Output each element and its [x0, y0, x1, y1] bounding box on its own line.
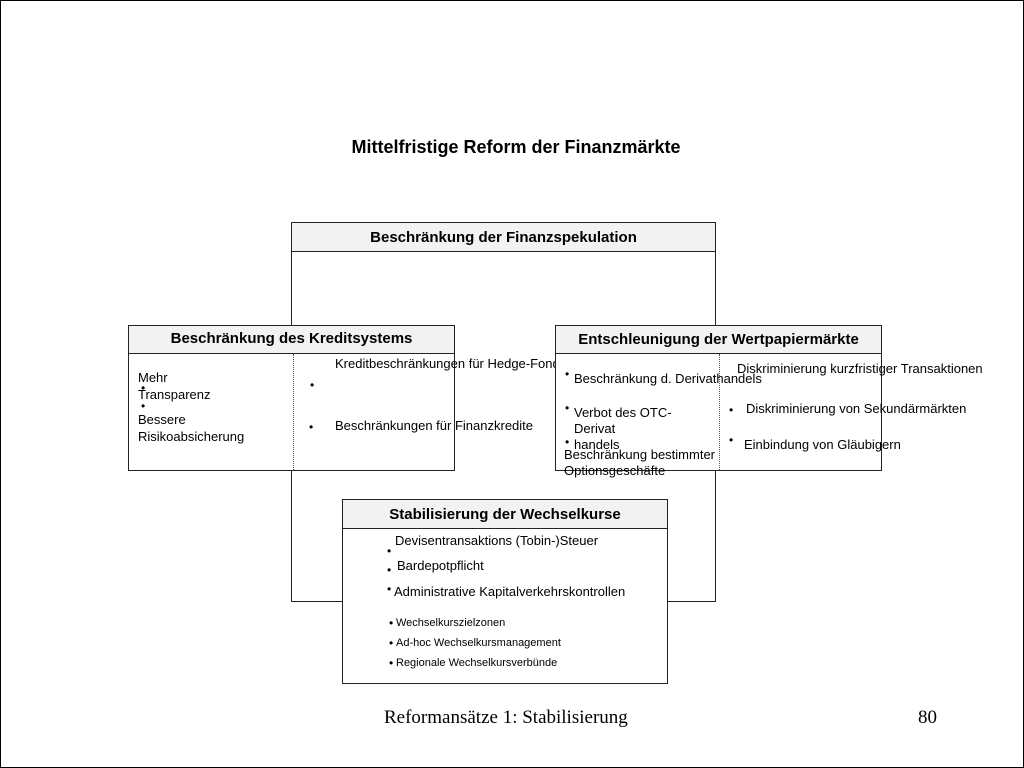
bullet: • [389, 616, 394, 630]
box-kreditsystem: Beschränkung des Kreditsystems Mehr • Tr… [128, 325, 566, 471]
kredit-item-finanzkredite: Beschränkungen für Finanzkredite [335, 418, 534, 433]
header-finanzspekulation: Beschränkung der Finanzspekulation [292, 223, 715, 252]
wert-item-otc-line2: Derivat [574, 421, 616, 436]
bullet: • [310, 378, 315, 392]
bullet: • [387, 544, 392, 558]
wechsel-item-zielzonen: Wechselkurszielzonen [396, 617, 506, 629]
bullet: • [387, 563, 392, 577]
wechsel-item-adhoc: Ad-hoc Wechselkursmanagement [396, 637, 561, 649]
divider-wertpapiermaerkte [719, 354, 720, 470]
page-number: 80 [918, 707, 937, 728]
wert-item-sekundaer: Diskriminierung von Sekundärmärkten [746, 401, 967, 416]
header-kreditsystem: Beschränkung des Kreditsystems [129, 326, 454, 354]
kredit-item-risiko-line2: Risikoabsicherung [138, 429, 245, 444]
kredit-item-hedgefonds: Kreditbeschränkungen für Hedge-Fonds [335, 356, 567, 371]
bullet: • [729, 403, 734, 417]
box-finanzspekulation: Beschränkung der Finanzspekulation [291, 222, 716, 602]
bullet: • [309, 420, 314, 434]
wechsel-item-kapitalverkehr: Administrative Kapitalverkehrskontrollen [394, 584, 626, 599]
bullet: • [141, 381, 146, 395]
wert-item-otc-line1: Verbot des OTC- [574, 405, 672, 420]
header-wertpapiermaerkte: Entschleunigung der Wertpapiermärkte [556, 326, 881, 354]
bullet: • [141, 399, 146, 413]
box-wechselkurse: Stabilisierung der Wechselkurse • Devise… [342, 499, 668, 684]
kredit-item-transparenz-line2: Transparenz [138, 387, 211, 402]
wechsel-item-bardepot: Bardepotpflicht [397, 558, 484, 573]
bullet: • [565, 435, 570, 449]
wert-item-optionen-line1: Beschränkung bestimmter [564, 447, 716, 462]
wert-item-kurzfristig: Diskriminierung kurzfristiger Transaktio… [737, 361, 983, 376]
wechsel-item-regional: Regionale Wechselkursverbünde [396, 657, 558, 669]
diagram-title: Mittelfristige Reform der Finanzmärkte [351, 137, 681, 157]
wert-item-optionen-line2: Optionsgeschäfte [564, 463, 666, 478]
bullet: • [387, 582, 392, 596]
wert-item-otc-line3: handels [574, 437, 620, 452]
wechsel-item-tobin: Devisentransaktions (Tobin-)Steuer [395, 533, 599, 548]
bullet: • [565, 401, 570, 415]
wert-item-glaeubiger: Einbindung von Gläubigern [744, 437, 901, 452]
bullet: • [729, 433, 734, 447]
kredit-item-transparenz-line1: Mehr [138, 370, 168, 385]
wert-item-derivathandel: Beschränkung d. Derivathandels [574, 371, 762, 386]
kredit-item-risiko-line1: Bessere [138, 412, 186, 427]
bullet: • [565, 367, 570, 381]
divider-kreditsystem [293, 354, 294, 470]
bullet: • [389, 636, 394, 650]
header-wechselkurse: Stabilisierung der Wechselkurse [343, 500, 667, 529]
footer-title: Reformansätze 1: Stabilisierung [384, 707, 628, 728]
bullet: • [389, 656, 394, 670]
box-wertpapiermaerkte: Entschleunigung der Wertpapiermärkte • B… [555, 325, 983, 478]
